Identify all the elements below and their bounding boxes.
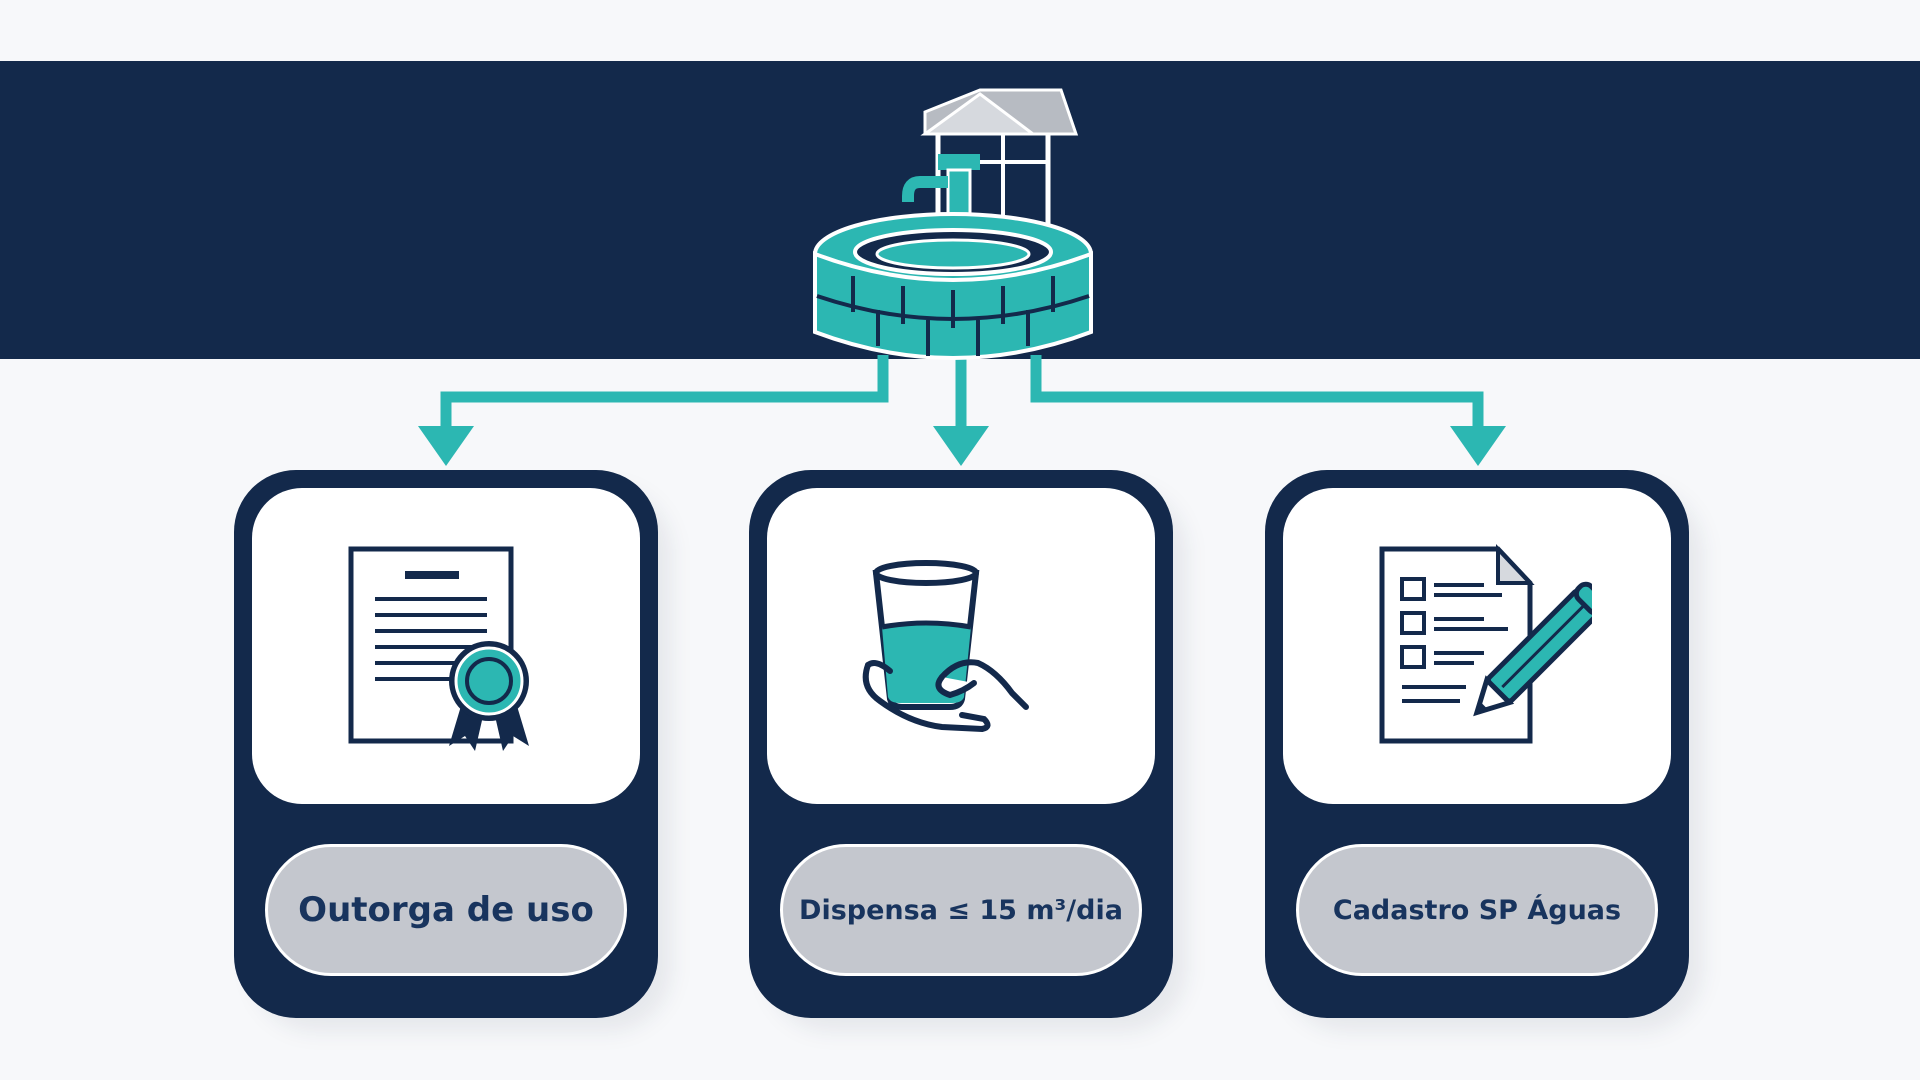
arrow-right-head xyxy=(1450,426,1506,466)
label-pill: Outorga de uso xyxy=(265,844,627,976)
card-outorga: Outorga de uso xyxy=(234,470,658,1018)
card-label: Outorga de uso xyxy=(298,890,594,930)
arrow-left-line xyxy=(440,355,889,428)
arrow-left-head xyxy=(418,426,474,466)
card-icon-panel xyxy=(252,488,640,804)
certificate-icon xyxy=(348,546,529,751)
label-pill: Cadastro SP Águas xyxy=(1296,844,1658,976)
card-cadastro: Cadastro SP Águas xyxy=(1265,470,1689,1018)
arrow-right-line xyxy=(1030,355,1484,428)
form-pencil-icon xyxy=(1379,543,1592,744)
label-pill: Dispensa ≤ 15 m³/dia xyxy=(780,844,1142,976)
water-well-icon xyxy=(813,88,1093,360)
card-dispensa: Dispensa ≤ 15 m³/dia xyxy=(749,470,1173,1018)
arrow-center-head xyxy=(933,426,989,466)
card-label: Dispensa ≤ 15 m³/dia xyxy=(799,894,1123,926)
card-icon-panel xyxy=(767,488,1155,804)
card-label: Cadastro SP Águas xyxy=(1332,894,1622,926)
card-icon-panel xyxy=(1283,488,1671,804)
water-glass-icon xyxy=(862,560,1029,733)
